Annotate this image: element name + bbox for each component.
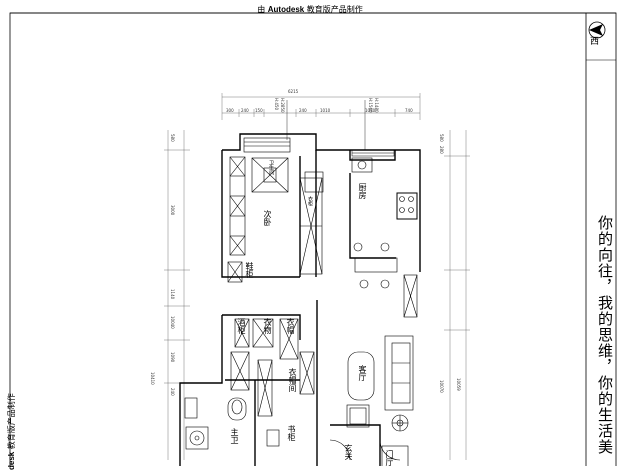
room-hall: 门厅 — [385, 450, 394, 466]
note-bedroom: 卫生间 — [268, 160, 274, 175]
walls-lower — [179, 300, 381, 466]
walls-upper — [221, 133, 421, 278]
dim-left5: 1090 — [170, 352, 175, 363]
dim-seg5: 1010 — [320, 108, 331, 113]
right-dimension-lines — [444, 130, 470, 460]
kitchen-fixtures — [299, 157, 418, 318]
watermark-top: 由 Autodesk 教育版产品制作 — [257, 5, 363, 14]
room-second-bedroom: 次卧 — [263, 210, 272, 226]
dim-right4: 10059 — [456, 378, 461, 391]
dim-left3: 1140 — [170, 289, 175, 300]
room-kitchen: 厨房 — [358, 183, 367, 199]
dim-left1: 580 — [170, 134, 175, 142]
dim-seg2: 240 — [241, 108, 249, 113]
dim-right2: 280 — [439, 146, 444, 154]
room-entrance: 玄关 — [344, 444, 353, 460]
room-master-bath: 主卫 — [230, 428, 239, 444]
north-label: 西 — [590, 37, 600, 47]
room-living: 客厅 — [358, 365, 367, 381]
dim-seg4: 240 — [299, 108, 307, 113]
lower-fixtures — [184, 318, 414, 466]
dim-seg6: 1010 — [365, 108, 376, 113]
dim-h-c: H:1560 — [368, 98, 373, 113]
room-clothes: 衣物 — [263, 318, 272, 334]
room-wine-cabinet: 酒柜 — [237, 318, 246, 334]
dim-left2: 3000 — [170, 205, 175, 216]
dim-seg3: 150 — [255, 108, 263, 113]
windows-upper — [244, 141, 395, 157]
dim-h-b: H:2850 — [280, 98, 285, 113]
dim-seg1: 300 — [226, 108, 234, 113]
left-dimension-lines — [164, 130, 190, 460]
dim-h-a: H:450 — [274, 98, 279, 110]
dim-right1: 580 — [439, 134, 444, 142]
dim-left7: 240 — [170, 388, 175, 396]
room-wardrobe-side: 衣柜 — [307, 196, 313, 206]
top-dimension-lines — [221, 93, 421, 150]
dim-total-width: 6215 — [288, 89, 299, 94]
room-bookcase: 书柜 — [287, 425, 296, 441]
dim-left4: 10040 — [170, 316, 175, 329]
dim-left6: 10410 — [150, 372, 155, 385]
dim-seg7: 740 — [405, 108, 413, 113]
slogan-text: 你的向往，我的思维，你的生活美 — [596, 215, 614, 455]
room-walk-in: 衣帽间 — [288, 368, 297, 392]
dim-h-d: H:1480 — [374, 98, 379, 113]
room-shoe-cabinet: 鞋柜 — [245, 262, 254, 278]
sheet-frame — [9, 12, 617, 466]
bedroom-wardrobe — [227, 156, 289, 283]
dim-right3: 10070 — [439, 380, 444, 393]
room-wardrobe: 衣帽 — [286, 318, 295, 334]
